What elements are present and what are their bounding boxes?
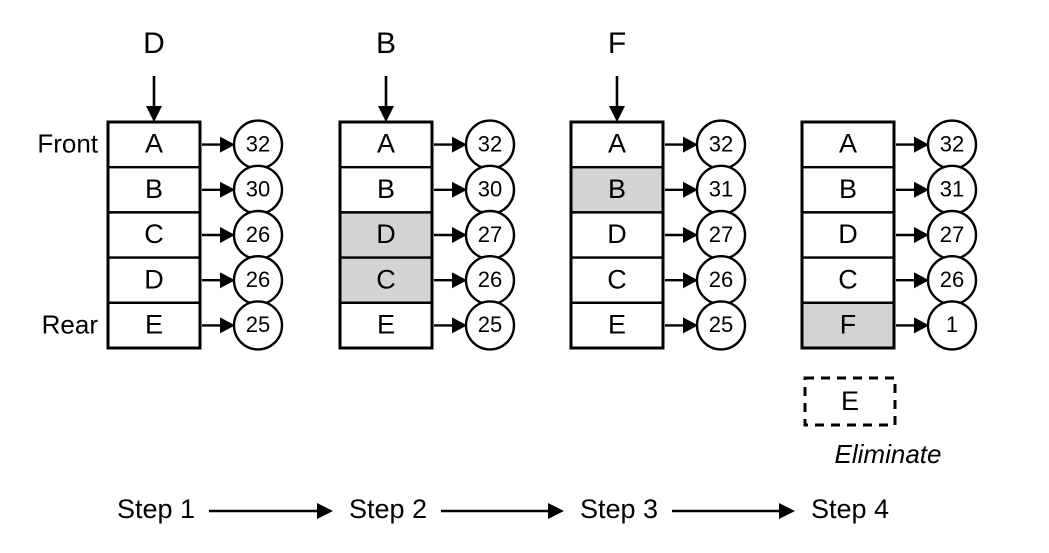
- connector-arrow-head-2-3: [452, 227, 467, 243]
- connector-arrow-head-2-1: [452, 136, 467, 153]
- queue-cell-2-1[interactable]: [338, 120, 434, 169]
- value-circle-label-1-5: 25: [246, 312, 270, 337]
- queue-cell-label-2-4: C: [376, 264, 396, 294]
- step-arrow-head-3: [779, 503, 795, 519]
- queue-table-border-1: [106, 120, 202, 350]
- value-circle-label-4-5: 1: [946, 312, 958, 337]
- value-circle-label-3-4: 26: [709, 267, 733, 292]
- value-circle-label-1-2: 30: [246, 177, 270, 202]
- value-circle-label-2-2: 30: [478, 177, 502, 202]
- eliminated-item-box[interactable]: [803, 376, 897, 427]
- value-circle-2-5[interactable]: [464, 300, 516, 351]
- connector-arrow-head-3-3: [683, 227, 698, 243]
- queue-cell-label-4-5: F: [840, 310, 857, 340]
- connector-arrow-head-1-5: [220, 317, 235, 334]
- queue-table-border-4: [800, 120, 896, 350]
- queue-table-border-3: [569, 120, 665, 350]
- value-circle-label-2-1: 32: [478, 131, 502, 156]
- queue-cell-4-3[interactable]: [800, 211, 896, 259]
- front-label: Front: [37, 128, 98, 158]
- eliminated-item-label: E: [841, 386, 859, 416]
- connector-arrow-head-1-4: [220, 272, 235, 289]
- incoming-item-label-3: F: [608, 27, 626, 60]
- connector-arrow-head-1-1: [220, 136, 235, 153]
- queue-cell-label-2-2: B: [377, 174, 395, 204]
- queue-cell-label-2-1: A: [377, 129, 395, 159]
- queue-cell-label-4-2: B: [839, 174, 857, 204]
- value-circle-1-5[interactable]: [232, 300, 284, 351]
- value-circle-label-4-2: 31: [940, 177, 964, 202]
- step-label-2: Step 2: [349, 494, 427, 524]
- connector-arrow-head-4-1: [914, 136, 929, 153]
- connector-arrow-head-4-5: [914, 317, 929, 334]
- connector-arrow-head-4-2: [914, 181, 929, 198]
- connector-arrow-head-4-3: [914, 227, 929, 243]
- connector-arrow-head-2-5: [452, 317, 467, 334]
- value-circle-3-5[interactable]: [695, 300, 747, 351]
- step-label-1: Step 1: [117, 494, 195, 524]
- queue-cell-3-5[interactable]: [569, 301, 665, 350]
- connector-arrow-head-3-1: [683, 136, 698, 153]
- value-circle-label-4-1: 32: [940, 131, 964, 156]
- queue-cell-label-4-1: A: [839, 129, 857, 159]
- step-label-4: Step 4: [811, 494, 889, 524]
- value-circle-label-3-5: 25: [709, 312, 733, 337]
- queue-cell-label-3-2: B: [608, 174, 626, 204]
- value-circle-label-1-1: 32: [246, 131, 270, 156]
- queue-cell-label-4-4: C: [838, 264, 858, 294]
- step-label-3: Step 3: [580, 494, 658, 524]
- step-arrow-head-1: [317, 503, 333, 519]
- queue-cell-label-3-4: C: [607, 264, 627, 294]
- queue-cell-label-4-3: D: [838, 219, 858, 249]
- connector-arrow-head-3-4: [683, 272, 698, 289]
- queue-cell-4-1[interactable]: [800, 120, 896, 169]
- value-circle-label-1-4: 26: [246, 267, 270, 292]
- connector-arrow-head-1-3: [220, 227, 235, 243]
- queue-cell-4-4[interactable]: [800, 256, 896, 305]
- connector-arrow-head-3-2: [683, 181, 698, 198]
- connector-arrow-head-1-2: [220, 181, 235, 198]
- step-arrow-head-2: [548, 503, 564, 519]
- value-circle-label-2-4: 26: [478, 267, 502, 292]
- eliminate-caption: Eliminate: [835, 439, 942, 469]
- queue-cell-label-3-3: D: [607, 219, 627, 249]
- queue-cell-label-1-4: D: [144, 264, 164, 294]
- queue-cell-label-1-5: E: [145, 310, 163, 340]
- queue-cell-label-1-2: B: [145, 174, 163, 204]
- value-circle-label-3-3: 27: [709, 222, 733, 247]
- connector-arrow-head-2-4: [452, 272, 467, 289]
- queue-cell-label-1-1: A: [145, 129, 163, 159]
- connector-arrow-head-3-5: [683, 317, 698, 334]
- connector-arrow-head-2-2: [452, 181, 467, 198]
- queue-cell-2-5[interactable]: [338, 301, 434, 350]
- queue-cell-label-3-5: E: [608, 310, 626, 340]
- value-circle-label-3-1: 32: [709, 131, 733, 156]
- value-circle-label-1-3: 26: [246, 222, 270, 247]
- connector-arrow-head-4-4: [914, 272, 929, 289]
- value-circle-4-5[interactable]: [926, 300, 978, 351]
- queue-cell-label-2-5: E: [377, 310, 395, 340]
- incoming-item-label-2: B: [376, 27, 396, 60]
- value-circle-label-2-5: 25: [478, 312, 502, 337]
- queue-cell-label-2-3: D: [376, 219, 396, 249]
- value-circle-label-3-2: 31: [709, 177, 733, 202]
- incoming-arrow-head-1: [146, 106, 162, 122]
- incoming-item-label-1: D: [143, 27, 165, 60]
- value-circle-label-4-3: 27: [940, 222, 964, 247]
- queue-table-border-2: [338, 120, 434, 350]
- incoming-arrow-head-2: [378, 106, 394, 122]
- value-circle-label-4-4: 26: [940, 267, 964, 292]
- queue-cell-label-1-3: C: [144, 219, 164, 249]
- queue-cell-label-3-1: A: [608, 129, 626, 159]
- rear-label: Rear: [42, 309, 99, 339]
- incoming-arrow-head-3: [609, 106, 625, 122]
- value-circle-label-2-3: 27: [478, 222, 502, 247]
